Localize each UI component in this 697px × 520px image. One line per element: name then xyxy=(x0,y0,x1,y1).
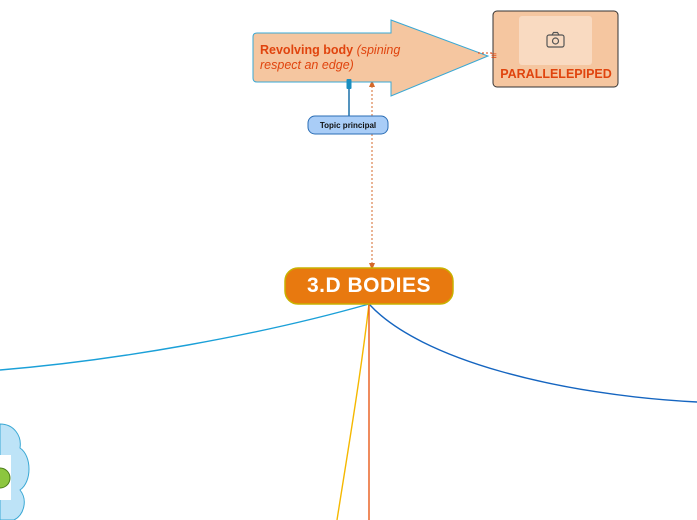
central-node-box[interactable] xyxy=(284,267,454,305)
arrow-node-text: Revolving body (spining respect an edge) xyxy=(260,43,430,73)
arrow-node-subtitle: (spining respect an edge) xyxy=(260,43,401,72)
sphere-image xyxy=(0,467,11,489)
topic-node-label: Topic principal xyxy=(319,120,377,130)
branch-line-left xyxy=(0,303,370,371)
arrow-node-title: Revolving body xyxy=(260,43,354,57)
branch-line-right xyxy=(368,303,697,403)
image-placeholder xyxy=(519,16,592,65)
central-node-label: 3.D BODIES xyxy=(306,274,432,297)
topic-link-handle[interactable] xyxy=(346,79,352,89)
relation-arrowhead-down xyxy=(369,263,375,270)
branch-line-down-yellow xyxy=(336,303,370,520)
image-node-label: PARALLELEPIPED xyxy=(500,67,612,81)
arrow-node-shape[interactable] xyxy=(252,19,490,97)
relation-arrowhead-up xyxy=(369,80,375,87)
camera-icon xyxy=(546,31,565,48)
topic-node-box[interactable] xyxy=(307,115,389,135)
menu-icon[interactable]: ≡ xyxy=(491,51,497,62)
